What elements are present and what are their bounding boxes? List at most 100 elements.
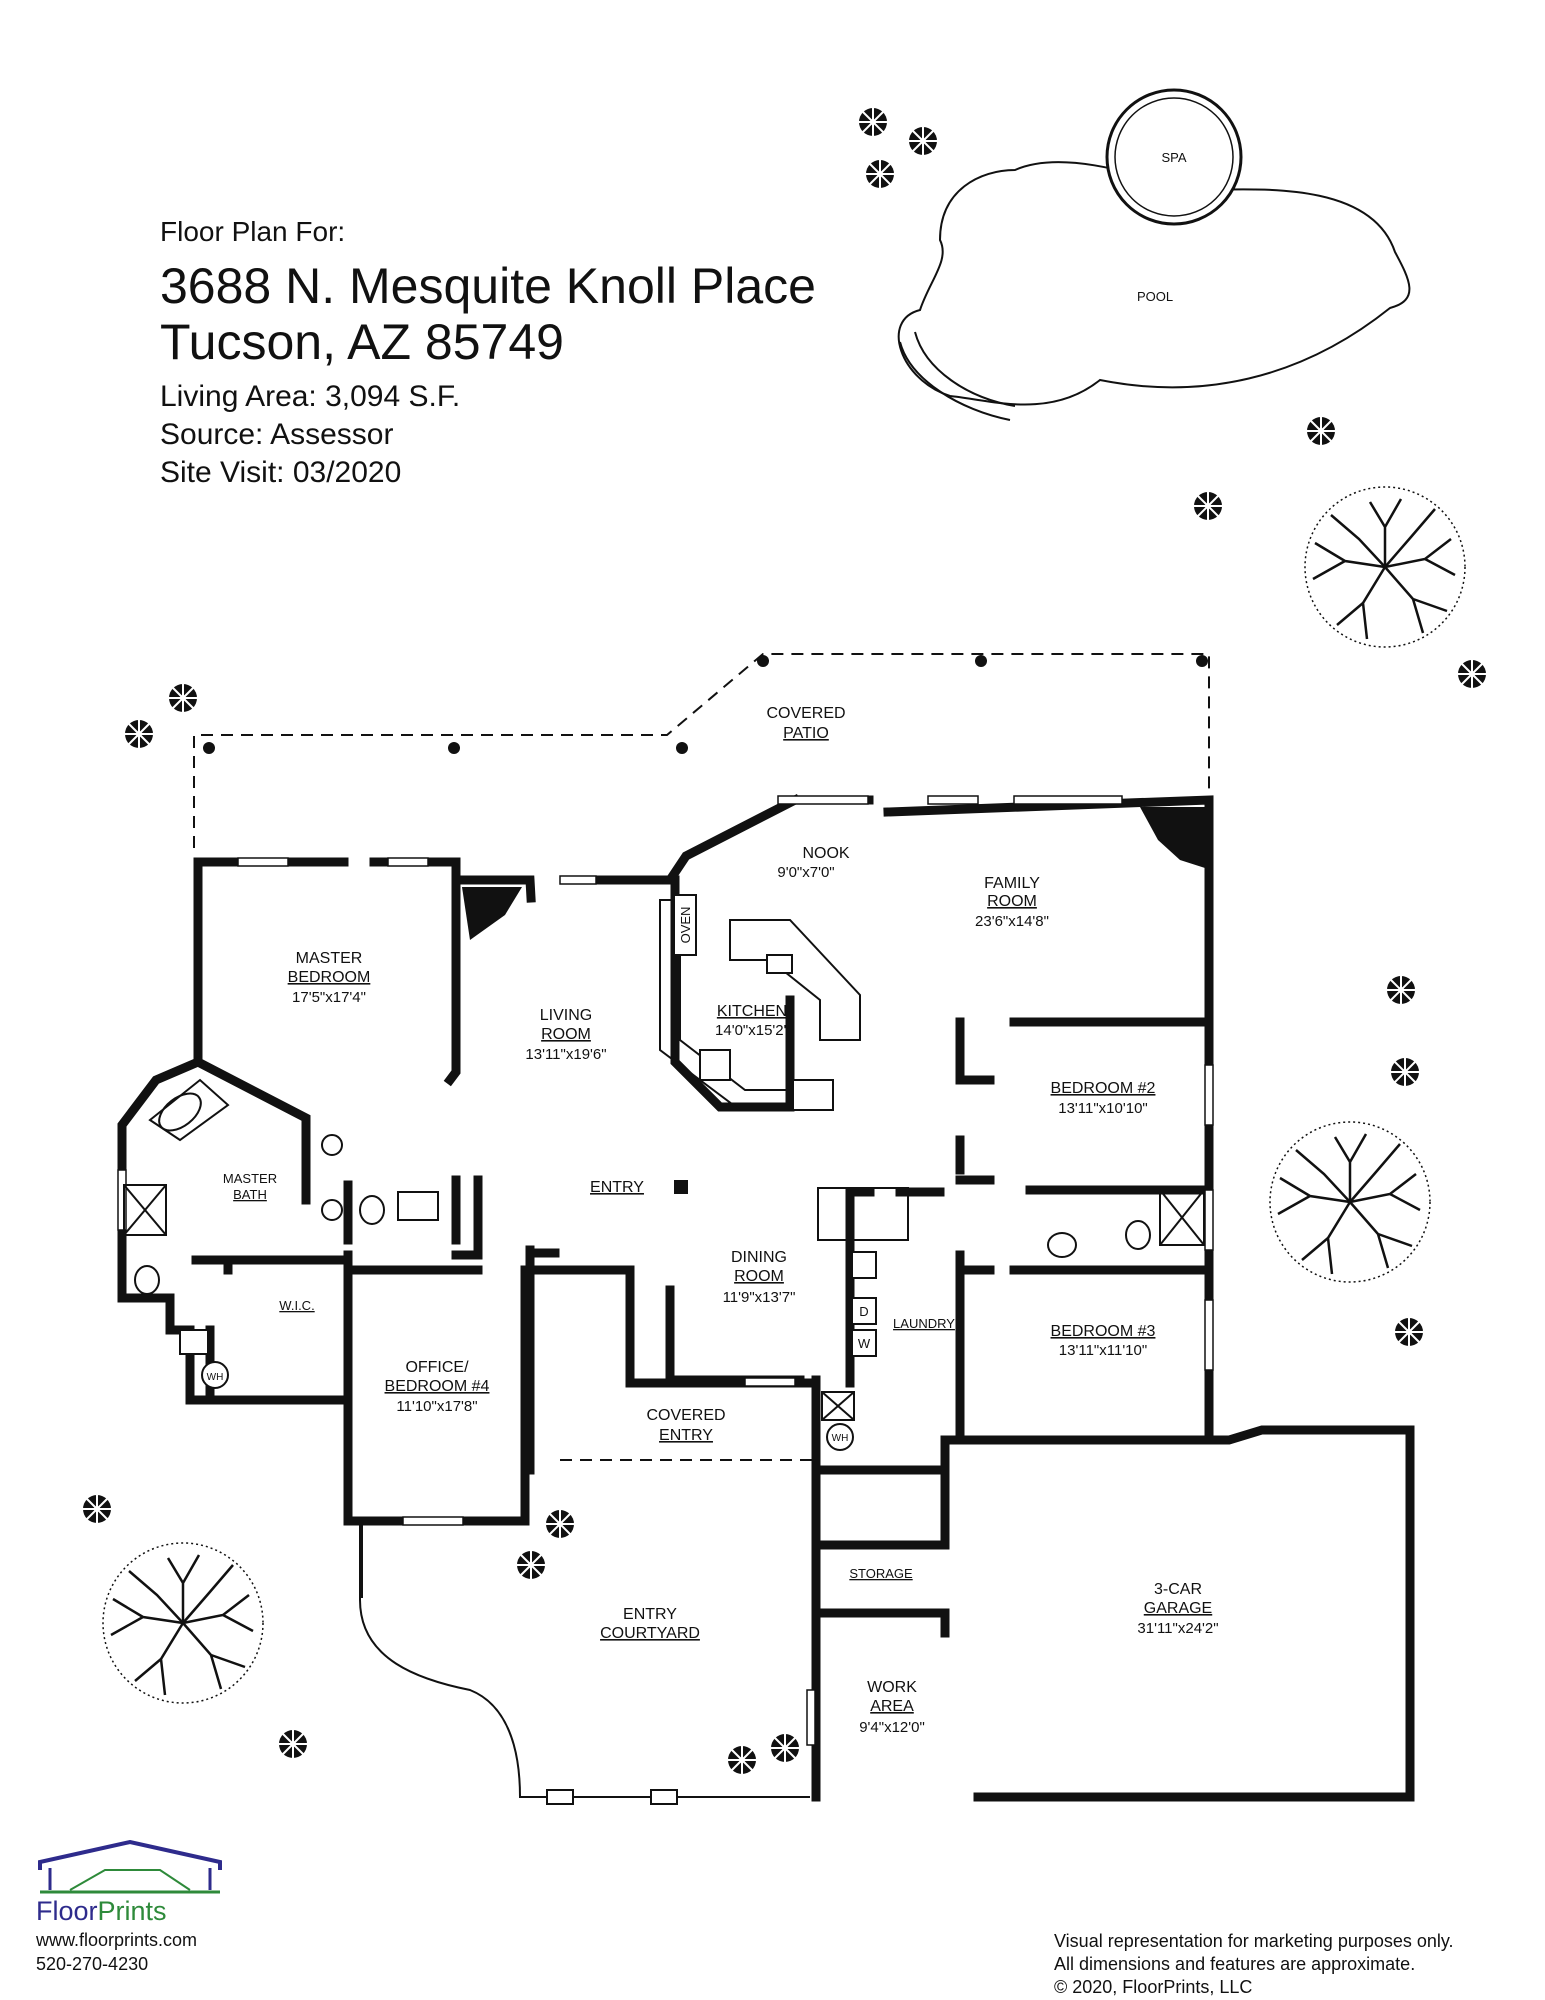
garage-label-1: 3-CAR (1154, 1581, 1202, 1598)
toilet-icon (134, 1265, 160, 1295)
family-room-label-2: ROOM (987, 893, 1037, 910)
disclaimer: Visual representation for marketing purp… (1054, 1930, 1454, 1999)
bedroom-3-label: BEDROOM #3 (1051, 1323, 1156, 1340)
bedroom-3-dim: 13'11"x11'10" (1059, 1342, 1147, 1359)
exterior-walls (117, 793, 1415, 1802)
living-room-label-1: LIVING (540, 1007, 592, 1024)
address-line-2: Tucson, AZ 85749 (160, 314, 564, 370)
sink-icon (766, 954, 793, 974)
shrub-icon (516, 1550, 546, 1580)
tub-basin (158, 1092, 202, 1132)
courtyard-wall (359, 1525, 810, 1798)
office-dim: 11'10"x17'8" (396, 1398, 477, 1415)
address-line-1: 3688 N. Mesquite Knoll Place (160, 258, 816, 314)
plan-header: Floor Plan For: 3688 N. Mesquite Knoll P… (160, 214, 816, 492)
shrub-icon (82, 1494, 112, 1524)
website-link[interactable]: www.floorprints.com (36, 1930, 198, 1950)
fridge-icon (792, 1079, 834, 1111)
site-visit: Site Visit: 03/2020 (160, 456, 402, 489)
courtyard-label-2: COURTYARD (600, 1625, 700, 1642)
sink-icon (397, 1191, 439, 1221)
washer-label: W (858, 1336, 871, 1351)
spa-outline (1105, 88, 1243, 226)
master-bedroom-label-1: MASTER (296, 950, 363, 967)
pool-label: POOL (1137, 289, 1173, 304)
master-bedroom-label-2: BEDROOM (288, 969, 371, 986)
living-area: Living Area: 3,094 S.F. (160, 380, 461, 413)
tub-icon (148, 1078, 230, 1142)
tree-icon (101, 1541, 265, 1705)
gate-post (650, 1789, 678, 1805)
copyright: © 2020, FloorPrints, LLC (1054, 1977, 1253, 1997)
oven-label: OVEN (678, 907, 693, 944)
master-bedroom-dim: 17'5"x17'4" (292, 989, 366, 1006)
water-heater-icon (201, 1361, 229, 1389)
water-heater-icon (826, 1423, 854, 1451)
dining-room-dim: 11'9"x13'7" (723, 1289, 796, 1306)
sink-icon (321, 1199, 343, 1221)
shrub-icon (1193, 491, 1223, 521)
phone-number: 520-270-4230 (36, 1954, 149, 1974)
shrub-icon (168, 683, 198, 713)
office-label-2: BEDROOM #4 (385, 1378, 490, 1395)
spa-label: SPA (1161, 150, 1186, 165)
office-label-1: OFFICE/ (405, 1359, 469, 1376)
kitchen-island (729, 919, 861, 1041)
work-area-label-1: WORK (867, 1679, 917, 1696)
nook-label: NOOK (802, 845, 849, 862)
water-heater-label: WH (207, 1372, 224, 1383)
shrub-icon (1457, 659, 1487, 689)
family-room-label-1: FAMILY (984, 875, 1040, 892)
shrub-icon (1390, 1057, 1420, 1087)
entry-column (674, 1180, 688, 1194)
entry-label: ENTRY (590, 1179, 644, 1196)
work-area-dim: 9'4"x12'0" (859, 1719, 925, 1736)
dining-room-label-2: ROOM (734, 1268, 784, 1285)
wic-label: W.I.C. (279, 1298, 314, 1313)
shrub-icon (858, 107, 888, 137)
covered-entry-label-2: ENTRY (659, 1427, 713, 1444)
pool-steps (899, 331, 1016, 421)
covered-patio-label-2: PATIO (783, 725, 829, 742)
master-bath-label-2: BATH (233, 1187, 267, 1202)
covered-patio-label-1: COVERED (766, 705, 845, 722)
shrub-icon (908, 126, 938, 156)
oven-icon (673, 894, 697, 956)
tree-icon (1268, 1120, 1432, 1284)
living-room-label-2: ROOM (541, 1026, 591, 1043)
brand-prints: Prints (97, 1896, 167, 1926)
brand-name: FloorPrints (36, 1896, 167, 1927)
courtyard-label-1: ENTRY (623, 1606, 677, 1623)
shrub-icon (545, 1509, 575, 1539)
nook-dim: 9'0"x7'0" (777, 864, 834, 881)
kitchen-dim: 14'0"x15'2" (715, 1022, 789, 1039)
header-intro: Floor Plan For: (160, 216, 346, 247)
covered-entry-label-1: COVERED (646, 1407, 725, 1424)
water-heater-label: WH (832, 1433, 849, 1444)
master-bath-label-1: MASTER (223, 1171, 277, 1186)
shrub-icon (770, 1733, 800, 1763)
living-room-dim: 13'11"x19'6" (525, 1046, 606, 1063)
work-area-label-2: AREA (870, 1698, 914, 1715)
shower-icon (123, 1184, 167, 1236)
toilet-icon (1125, 1220, 1151, 1250)
dryer-icon (851, 1251, 877, 1279)
tree-icon (1303, 485, 1467, 649)
laundry-sink (817, 1187, 909, 1241)
dining-room-label-1: DINING (731, 1249, 787, 1266)
windows (117, 795, 1214, 1746)
storage-label: STORAGE (849, 1566, 913, 1581)
covered-patio-outline (193, 653, 1210, 848)
source: Source: Assessor (160, 418, 394, 451)
dryer-label: D (859, 1304, 868, 1319)
disclaimer-line-2: All dimensions and features are approxim… (1054, 1954, 1416, 1974)
sink-icon (1047, 1232, 1077, 1258)
shrub-icon (1394, 1317, 1424, 1347)
shower-icon (1159, 1189, 1205, 1246)
house-roof-logo (38, 1839, 222, 1894)
bedroom-2-dim: 13'11"x10'10" (1058, 1100, 1148, 1117)
garage-dim: 31'11"x24'2" (1137, 1620, 1218, 1637)
disclaimer-line-1: Visual representation for marketing purp… (1054, 1931, 1454, 1951)
brand-floor: Floor (36, 1896, 98, 1926)
